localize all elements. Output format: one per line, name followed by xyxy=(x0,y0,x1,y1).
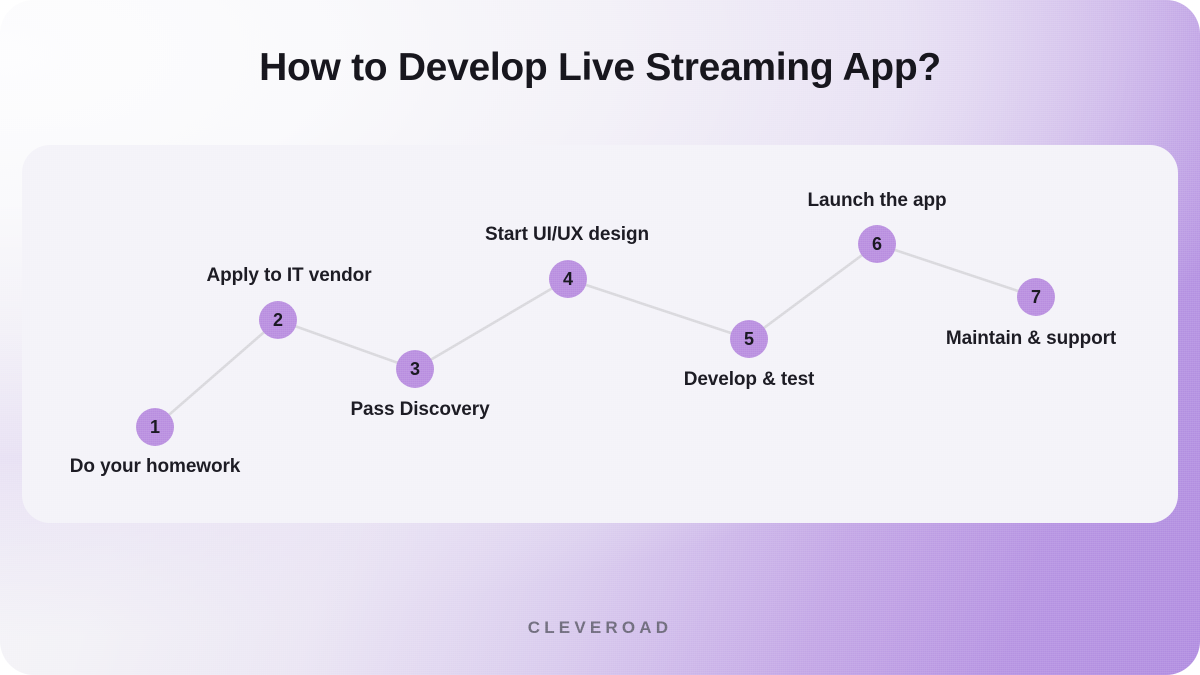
step-label-1: Do your homework xyxy=(69,456,241,477)
step-label-7: Maintain & support xyxy=(945,328,1117,349)
step-label-6: Launch the app xyxy=(807,190,947,211)
step-node-1[interactable]: 1 xyxy=(136,408,174,446)
brand-footer: CLEVEROAD xyxy=(527,618,673,637)
step-node-2[interactable]: 2 xyxy=(259,301,297,339)
step-node-3[interactable]: 3 xyxy=(396,350,434,388)
step-node-6[interactable]: 6 xyxy=(858,225,896,263)
step-label-4: Start UI/UX design xyxy=(485,224,649,245)
step-label-2: Apply to IT vendor xyxy=(206,265,372,286)
step-node-4[interactable]: 4 xyxy=(549,260,587,298)
step-node-5[interactable]: 5 xyxy=(730,320,768,358)
page-title: How to Develop Live Streaming App? xyxy=(259,46,941,89)
step-label-5: Develop & test xyxy=(683,369,815,390)
step-node-7[interactable]: 7 xyxy=(1017,278,1055,316)
step-label-3: Pass Discovery xyxy=(350,399,490,420)
